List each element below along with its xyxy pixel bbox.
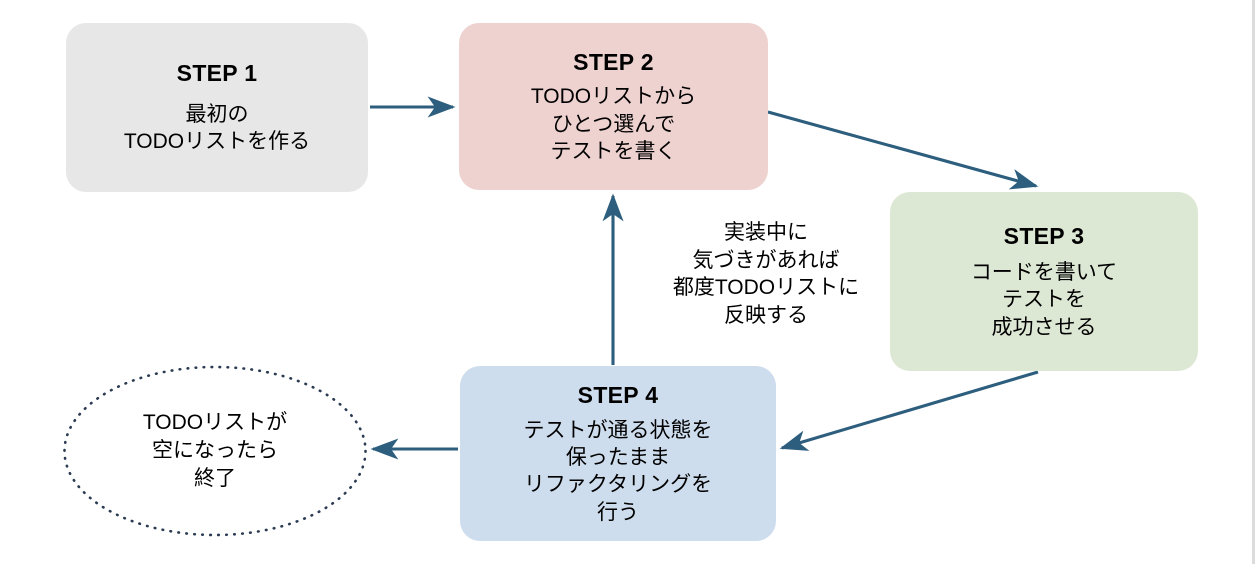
node-step2[interactable]: STEP 2 TODOリストから ひとつ選んで テストを書く: [459, 23, 768, 190]
node-step3[interactable]: STEP 3 コードを書いて テストを 成功させる: [890, 192, 1198, 371]
arrow-step3-to-step4: [779, 370, 1039, 451]
annotation-text: 実装中に 気づきがあれば 都度TODOリストに 反映する: [672, 221, 860, 328]
arrow-step2-to-step3: [767, 110, 1039, 190]
node-step1[interactable]: STEP 1 最初の TODOリストを作る: [66, 23, 368, 192]
step2-title: STEP 2: [573, 48, 654, 75]
node-end-ellipse[interactable]: TODOリストが 空になったら 終了: [62, 365, 368, 537]
step3-title: STEP 3: [1003, 223, 1085, 250]
step4-body: テストが通る状態を 保ったまま リファクタリングを 行う: [523, 418, 713, 524]
step4-title: STEP 4: [577, 382, 659, 409]
step1-title: STEP 1: [176, 60, 258, 87]
end-body: TODOリストが 空になったら 終了: [142, 411, 288, 490]
step2-body: TODOリストから ひとつ選んで テストを書く: [530, 85, 697, 164]
node-step4[interactable]: STEP 4 テストが通る状態を 保ったまま リファクタリングを 行う: [460, 366, 776, 541]
step3-body: コードを書いて テストを 成功させる: [970, 260, 1118, 339]
step1-body: 最初の TODOリストを作る: [123, 103, 311, 154]
